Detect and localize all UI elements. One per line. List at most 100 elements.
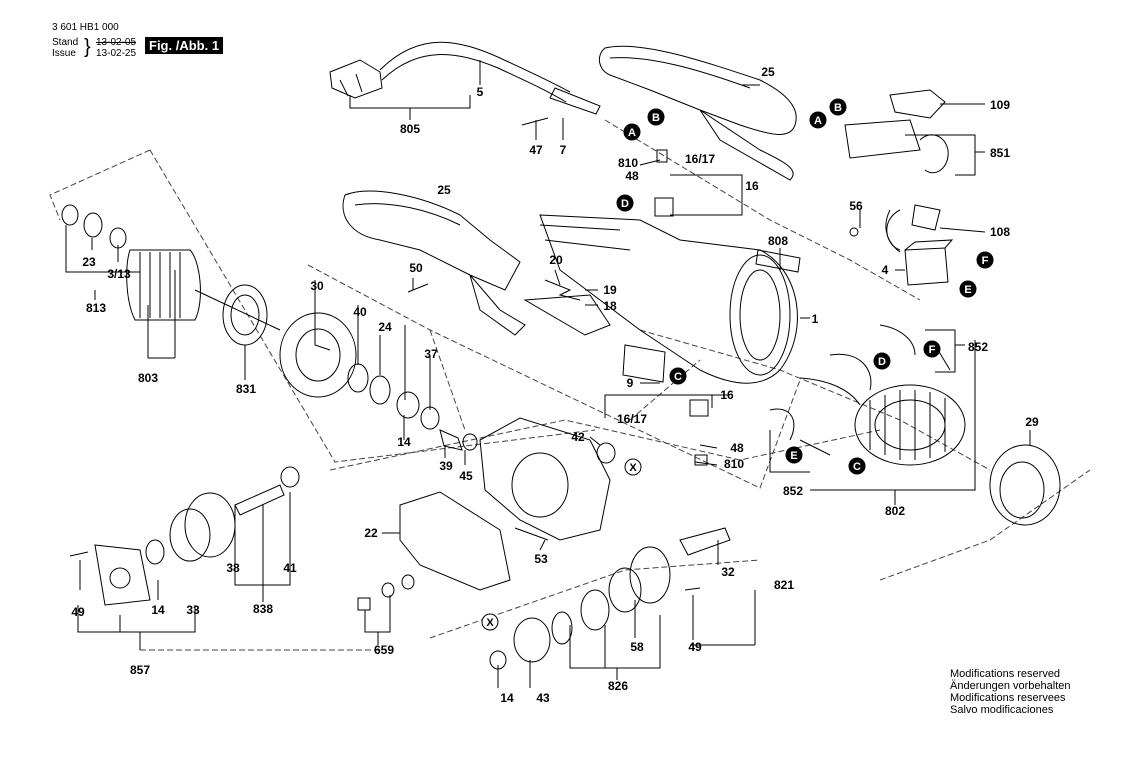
carbon-brush-icon [656,149,668,163]
field-coil-icon [854,384,966,466]
connection-marker: F [976,251,994,269]
part-number-label: 48 [730,441,744,455]
bearing-icon [396,391,420,419]
part-number-label: 802 [885,504,905,518]
part-number-label: 16/17 [617,412,647,426]
handle-half-upper-icon [598,45,797,181]
issue-date: 13-02-25 [96,48,137,59]
marker-letter: A [628,127,636,139]
electronic-module-icon [886,204,954,286]
brush-holder-icon [654,197,674,217]
part-number-label: 831 [236,382,256,396]
part-number-label: 826 [608,679,628,693]
part-number-label: 32 [721,565,735,579]
screw-icon [521,117,549,126]
part-number-label: 43 [536,691,550,705]
issue-label: Issue [52,48,76,59]
part-number-label: 803 [138,371,158,385]
power-cord-icon [329,41,601,115]
screw-icon [69,551,89,557]
part-number-label: 808 [768,234,788,248]
part-number-label: 48 [625,169,639,183]
connection-marker: C [669,367,687,385]
spindle-icon [234,484,285,516]
marker-letter: D [878,356,886,368]
nut-icon [357,597,371,611]
crown-gear-icon [169,492,236,562]
circlip-icon [347,363,369,393]
spring-icon [544,279,581,301]
part-number-label: 41 [283,561,297,575]
marker-letter: B [652,112,660,124]
armature-icon [126,249,281,346]
ring-icon [83,212,103,238]
part-number-label: 7 [560,143,567,157]
part-number-label: 47 [529,143,543,157]
bearing-icon [145,539,165,565]
date-brace: } [84,36,91,58]
marker-letter: C [853,461,861,473]
marker-letter: B [834,102,842,114]
part-number-label: 857 [130,663,150,677]
connection-marker: D [873,352,891,370]
marker-letter: X [486,617,494,629]
part-number-label: 29 [1025,415,1039,429]
note-line: Änderungen vorbehalten [950,680,1071,692]
part-number-label: 42 [571,430,585,444]
nut-icon [439,429,463,451]
ring-icon [369,375,391,405]
part-number-label: 16/17 [685,152,715,166]
seal-ring-icon [608,567,642,613]
button-icon [401,574,415,590]
part-number-label: 39 [439,459,453,473]
marker-circle [481,613,499,631]
screw-icon [684,587,701,591]
part-number-label: 40 [353,305,367,319]
part-number-label: 659 [374,643,394,657]
connection-marker: X [481,613,499,631]
part-number-label: 33 [186,603,200,617]
bearing-icon [61,204,79,226]
gear-icon [513,617,551,663]
marker-letter: A [814,115,822,127]
part-number-label: 19 [603,283,617,297]
marker-letter: D [621,198,629,210]
marker-circle [809,111,827,129]
part-number-label: 20 [549,253,563,267]
part-number-label: 16 [745,179,759,193]
part-number-label: 813 [86,301,106,315]
gear-housing-icon [479,417,611,541]
part-number-label: 45 [459,469,473,483]
bearing-icon [580,589,610,631]
part-number-label: 810 [724,457,744,471]
connection-marker: A [809,111,827,129]
note-line: Modifications reservees [950,692,1066,704]
part-number-label: 50 [409,261,423,275]
connection-marker: A [623,123,641,141]
connection-marker: E [959,280,977,298]
screw-icon [514,527,549,541]
marker-letter: E [964,284,971,296]
part-number-label: 38 [226,561,240,575]
marker-letter: F [929,344,936,356]
flange-hub-icon [109,567,131,589]
part-number-label: 1 [812,312,819,326]
note-line: Modifications reserved [950,668,1061,680]
marker-circle [959,280,977,298]
part-number-label: 14 [397,435,411,449]
modification-notes: Modifications reserved Änderungen vorbeh… [950,668,1070,716]
fan-baffle-icon [279,312,357,398]
rating-plate-icon [622,344,666,383]
washer-icon [420,406,440,430]
part-number-label: 25 [761,65,775,79]
part-number-label: 18 [603,299,617,313]
spring-icon [381,582,395,598]
part-number-label: 49 [688,640,702,654]
handle-half-lower-icon [342,190,526,336]
note-line: Salvo modificaciones [950,704,1054,716]
part-number-label: 852 [968,340,988,354]
assembly-outlines [49,119,1091,651]
part-number-label: 810 [618,156,638,170]
